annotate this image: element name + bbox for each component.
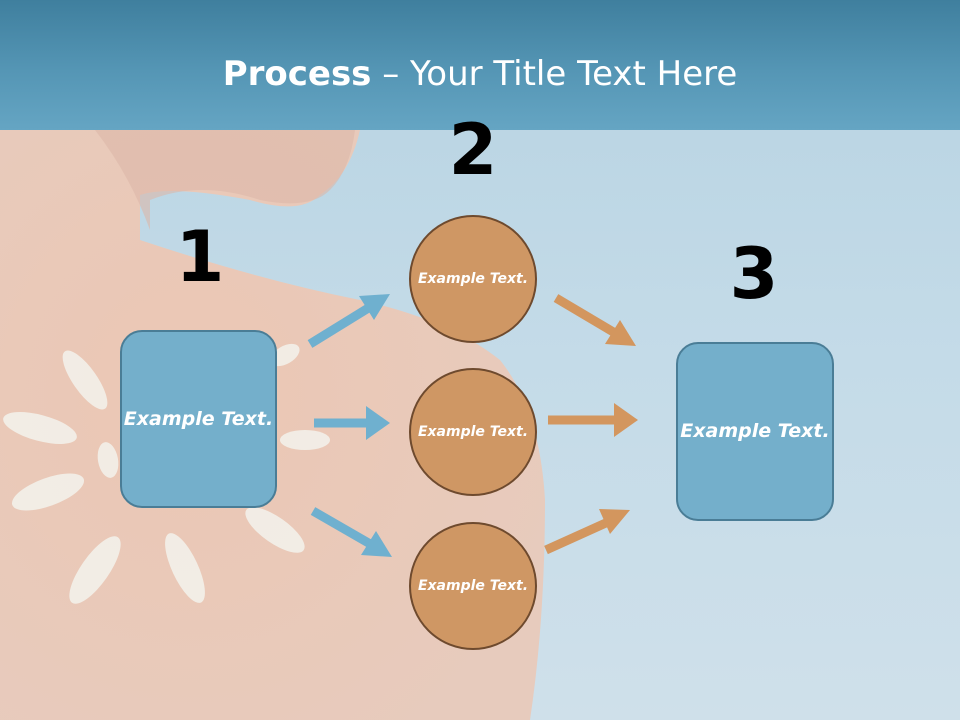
step-number-1: 1 xyxy=(175,216,225,298)
circle-bottom[interactable]: Example Text. xyxy=(409,522,537,650)
step1-box-label: Example Text. xyxy=(123,407,274,430)
arrow-blue-down xyxy=(310,507,392,557)
circle-top-label: Example Text. xyxy=(417,270,529,287)
arrow-orange-middle xyxy=(548,403,638,437)
circle-middle-label: Example Text. xyxy=(417,423,529,440)
circle-bottom-label: Example Text. xyxy=(417,577,529,594)
page-title: Process – Your Title Text Here xyxy=(0,52,960,96)
step-number-3: 3 xyxy=(729,233,779,315)
arrow-orange-down xyxy=(553,294,636,346)
step-number-2: 2 xyxy=(448,109,498,191)
arrow-orange-up xyxy=(544,509,630,555)
circle-middle[interactable]: Example Text. xyxy=(409,368,537,496)
title-bar xyxy=(0,0,960,130)
title-rest: – Your Title Text Here xyxy=(371,54,738,94)
step3-box[interactable]: Example Text. xyxy=(676,342,834,521)
step1-box[interactable]: Example Text. xyxy=(120,330,277,508)
step3-box-label: Example Text. xyxy=(680,420,830,442)
arrow-blue-up xyxy=(307,294,390,348)
title-bold: Process xyxy=(222,54,372,94)
circle-top[interactable]: Example Text. xyxy=(409,215,537,343)
arrow-blue-middle xyxy=(314,406,390,440)
